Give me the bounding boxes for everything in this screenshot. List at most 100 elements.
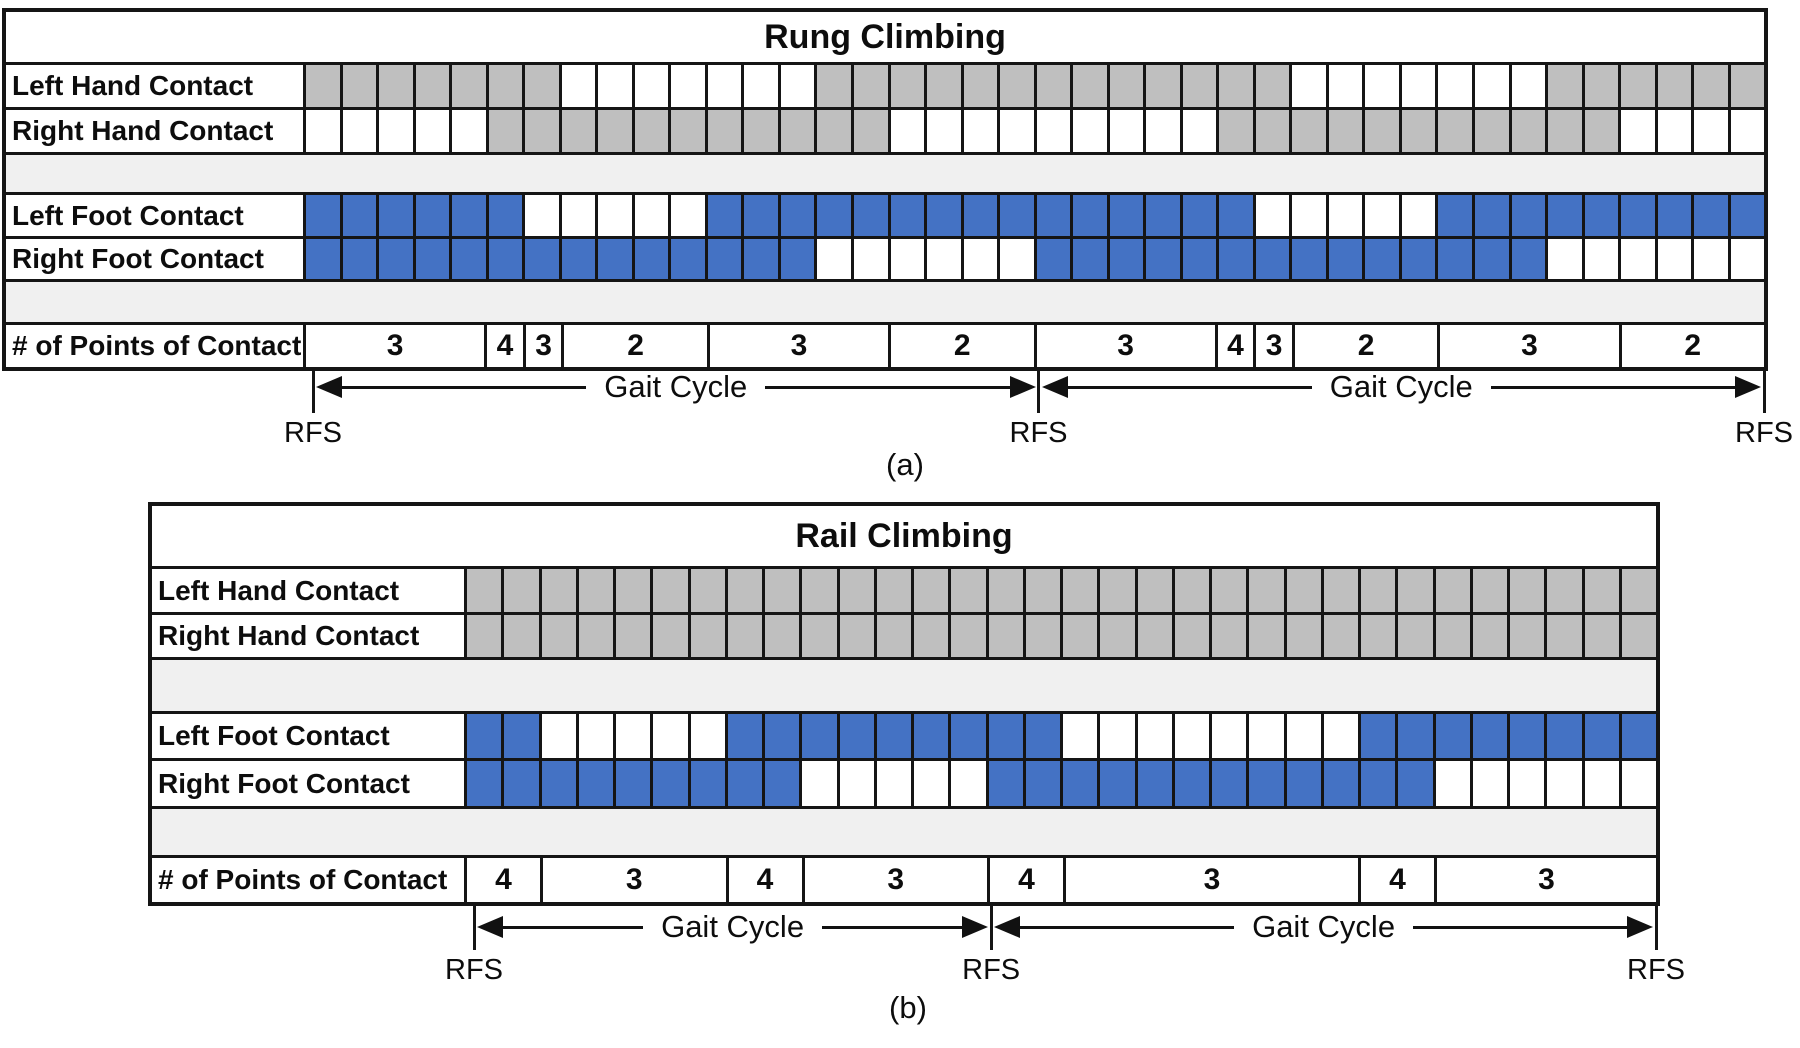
subfigure-caption: (a) (886, 447, 924, 482)
foot-contact-cell (1358, 714, 1396, 758)
foot-contact-cell (762, 714, 800, 758)
foot-contact-cell (1097, 761, 1135, 806)
foot-contact-cell (1618, 761, 1656, 806)
foot-contact-cell (1143, 195, 1180, 236)
foot-contact-cell (1252, 239, 1290, 279)
points-segment: 4 (987, 858, 1063, 902)
spacer-row (6, 279, 1764, 322)
foot-contact-cell (558, 239, 596, 279)
hand-contact-cell (1246, 615, 1284, 657)
hand-contact-cell (501, 569, 539, 612)
hand-contact-cell (997, 110, 1034, 152)
foot-contact-cell (339, 195, 377, 236)
foot-contact-cell (762, 761, 800, 806)
contact-grid (467, 761, 1656, 806)
contact-grid (467, 569, 1656, 612)
foot-contact-cell (1289, 195, 1326, 236)
hand-contact-cell (960, 110, 998, 152)
hand-contact-cell (1246, 569, 1284, 612)
foot-contact-cell (595, 239, 632, 279)
hand-contact-cell (538, 569, 576, 612)
arrowhead-left-icon (1041, 376, 1068, 398)
hand-contact-cell (836, 615, 874, 657)
points-segment: 3 (540, 858, 726, 902)
hand-contact-cell (724, 569, 762, 612)
foot-contact-cell (1246, 714, 1284, 758)
chart-rail-climbing: Rail Climbing Left Hand Contact Right Ha… (148, 502, 1685, 1025)
hand-contact-cell (1289, 65, 1326, 107)
hand-contact-cell (1618, 615, 1656, 657)
foot-contact-cell (1727, 195, 1765, 236)
foot-contact-cell (631, 195, 669, 236)
gait-cycle-label: Gait Cycle (604, 369, 748, 404)
foot-contact-cell (799, 714, 837, 758)
hand-contact-cell (485, 110, 523, 152)
arrowhead-left-icon (994, 916, 1021, 938)
hand-contact-cell (449, 65, 486, 107)
hand-contact-cell (306, 110, 340, 152)
rfs-label: RFS (1735, 417, 1793, 449)
foot-contact-cell (1060, 714, 1098, 758)
hand-contact-cell (1507, 615, 1545, 657)
title-row: Rail Climbing (152, 506, 1656, 566)
hand-contact-cell (1283, 615, 1321, 657)
hand-contact-cell (339, 65, 377, 107)
rfs-tick-line (1037, 371, 1040, 413)
foot-contact-cell (376, 239, 413, 279)
foot-contact-cell (724, 714, 762, 758)
foot-contact-cell (1435, 195, 1472, 236)
row-label: Left Hand Contact (6, 65, 306, 107)
foot-contact-cell (960, 195, 998, 236)
hand-contact-cell (948, 569, 986, 612)
foot-contact-cell (501, 714, 539, 758)
hand-contact-cell (1435, 110, 1472, 152)
foot-contact-cell (777, 239, 815, 279)
foot-contact-cell (412, 195, 450, 236)
hand-contact-cell (1469, 569, 1507, 612)
right-hand-row: Right Hand Contact (6, 107, 1765, 152)
foot-contact-cell (1398, 239, 1436, 279)
left-foot-row: Left Foot Contact (152, 711, 1656, 758)
hand-contact-cell (1252, 65, 1290, 107)
hand-contact-cell (1654, 110, 1692, 152)
right-foot-row: Right Foot Contact (6, 236, 1765, 279)
foot-contact-cell (1508, 239, 1546, 279)
hand-contact-cell (850, 65, 888, 107)
foot-contact-cell (631, 239, 669, 279)
foot-contact-cell (306, 239, 340, 279)
foot-contact-cell (650, 714, 688, 758)
hand-contact-cell (1289, 110, 1326, 152)
foot-contact-cell (1727, 239, 1765, 279)
hand-contact-cell (1618, 65, 1655, 107)
hand-contact-cell (1209, 569, 1247, 612)
arrowhead-right-icon (1009, 376, 1036, 398)
foot-contact-cell (1246, 761, 1284, 806)
foot-contact-cell (1432, 761, 1470, 806)
foot-contact-cell (873, 761, 911, 806)
foot-contact-cell (1033, 195, 1071, 236)
hand-contact-cell (1320, 615, 1358, 657)
hand-contact-cell (1472, 110, 1509, 152)
foot-contact-cell (1283, 714, 1321, 758)
hand-contact-cell (911, 569, 949, 612)
hand-contact-cell (668, 65, 705, 107)
hand-contact-cell (595, 110, 632, 152)
rfs-label: RFS (445, 954, 503, 986)
foot-contact-cell (558, 195, 596, 236)
hand-contact-cell (1143, 110, 1180, 152)
spacer-row (6, 152, 1764, 192)
hand-contact-cell (501, 615, 539, 657)
points-segment: 3 (522, 325, 562, 367)
foot-contact-cell (1507, 761, 1545, 806)
hand-contact-cell (1398, 65, 1436, 107)
hand-contact-cell (449, 110, 486, 152)
foot-contact-cell (306, 195, 340, 236)
contact-grid (306, 110, 1765, 152)
foot-contact-cell (836, 761, 874, 806)
hand-contact-cell (1106, 65, 1144, 107)
arrow-line (340, 385, 587, 389)
hand-contact-cell (467, 569, 502, 612)
hand-contact-cell (762, 569, 800, 612)
foot-contact-cell (1507, 714, 1545, 758)
foot-contact-cell (1362, 239, 1399, 279)
